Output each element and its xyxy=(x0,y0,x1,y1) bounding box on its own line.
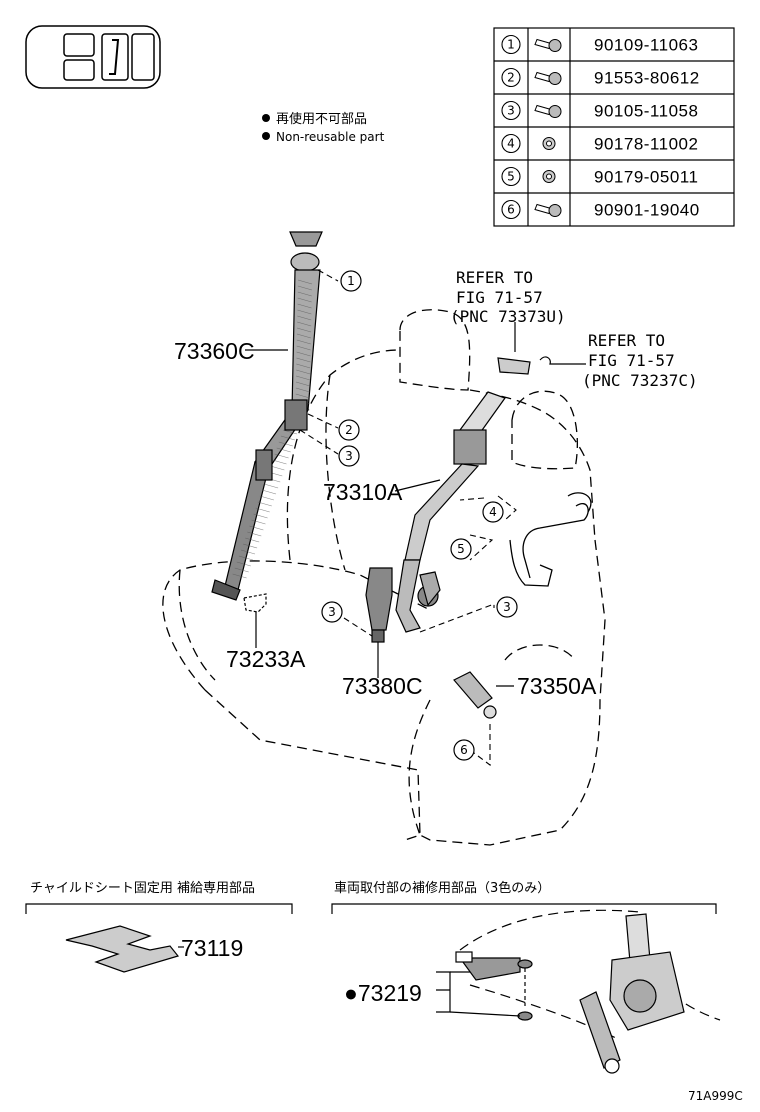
marker-5-circle xyxy=(450,538,472,560)
refer-1-line3: (PNC 73373U) xyxy=(450,307,566,326)
seat-outline xyxy=(162,309,606,846)
ref-circle xyxy=(501,34,521,55)
section-right: 車両取付部の補修用部品（3色のみ） ●73219 xyxy=(331,880,721,1074)
table-row: 4 90178-11002 xyxy=(501,133,698,154)
marker-6-label: 6 xyxy=(460,743,468,757)
nut-icon xyxy=(542,170,556,183)
table-row: 5 90179-05011 xyxy=(501,166,698,187)
table-row: 2 91553-80612 xyxy=(501,67,700,88)
ref-number: 3 xyxy=(507,104,515,118)
refer-2-line3: (PNC 73237C) xyxy=(582,371,698,390)
nut-icon xyxy=(542,137,556,150)
buckle-73380c xyxy=(365,567,393,643)
ref-circle xyxy=(501,67,521,88)
marker-circles xyxy=(321,270,518,761)
marker-4-circle xyxy=(482,501,504,523)
center-belt-73310a xyxy=(395,357,531,633)
marker-3c-label: 3 xyxy=(503,600,511,614)
table-row: 6 90901-19040 xyxy=(501,199,700,220)
table-row: 1 90109-11063 xyxy=(501,34,698,55)
marker-5-label: 5 xyxy=(457,542,465,556)
section-left-title: チャイルドシート固定用 補給専用部品 xyxy=(30,881,255,896)
callout-73119: 73119 xyxy=(181,935,243,961)
bolt-icon xyxy=(534,203,562,217)
anchor-plate-73119 xyxy=(65,925,180,973)
ref-circle xyxy=(501,100,521,121)
clip-icon xyxy=(539,356,560,365)
outer-belt-73360c xyxy=(211,231,323,601)
marker-1-label: 1 xyxy=(347,274,355,288)
refer-2-line1: REFER TO xyxy=(588,331,665,350)
refer-note-2: REFER TO FIG 71-57 (PNC 73237C) xyxy=(582,331,698,390)
marker-3-circle xyxy=(338,445,360,467)
parts-table-rows: 1 90109-11063 2 91553-80612 3 90105-11058 4 901… xyxy=(501,34,700,220)
parts-table xyxy=(493,27,735,227)
part-number: 91553-80612 xyxy=(594,69,700,88)
marker-3b-label: 3 xyxy=(328,605,336,619)
part-number: 90109-11063 xyxy=(594,36,698,55)
bolt-icon xyxy=(534,38,562,52)
dashed-leaders xyxy=(299,269,517,767)
callout-73380c: 73380C xyxy=(342,673,423,699)
ref-circle xyxy=(501,133,521,154)
section-right-title: 車両取付部の補修用部品（3色のみ） xyxy=(334,880,550,896)
bolt-icon xyxy=(534,104,562,118)
refer-1-line2: FIG 71-57 xyxy=(456,288,543,307)
ref-circle xyxy=(501,166,521,187)
marker-2-label: 2 xyxy=(345,423,353,437)
ref-number: 2 xyxy=(507,71,515,85)
marker-labels: 1 2 3 4 5 3 3 6 xyxy=(328,274,511,757)
marker-1-circle xyxy=(340,270,362,292)
bolt-icon xyxy=(534,71,562,85)
callout-73360c: 73360C xyxy=(174,338,255,364)
ref-number: 6 xyxy=(507,203,515,217)
legend-bullet-icon xyxy=(262,132,270,140)
callout-73219: ●73219 xyxy=(344,980,422,1006)
buckle-73350a xyxy=(453,671,497,719)
seat-frame-bar xyxy=(509,492,592,587)
marker-3c-circle xyxy=(496,596,518,618)
part-number: 90178-11002 xyxy=(594,135,698,154)
refer-1-line1: REFER TO xyxy=(456,268,533,287)
leader-lines xyxy=(178,322,586,948)
legend-jp: 再使用不可部品 xyxy=(276,111,367,127)
legend: 再使用不可部品 Non-reusable part xyxy=(262,111,385,144)
part-number: 90105-11058 xyxy=(594,102,698,121)
ref-number: 4 xyxy=(507,137,515,151)
section-left: チャイルドシート固定用 補給専用部品 73119 xyxy=(25,881,293,973)
seat-position-icon xyxy=(25,25,161,89)
marker-3b-circle xyxy=(321,601,343,623)
refer-2-line2: FIG 71-57 xyxy=(588,351,675,370)
ref-number: 1 xyxy=(507,38,515,52)
part-number: 90179-05011 xyxy=(594,168,698,187)
marker-3-label: 3 xyxy=(345,449,353,463)
legend-en: Non-reusable part xyxy=(276,130,385,144)
marker-4-label: 4 xyxy=(489,505,497,519)
callout-73310a: 73310A xyxy=(323,479,403,505)
legend-bullet-icon xyxy=(262,114,270,122)
bolt-icon xyxy=(517,959,533,1021)
marker-2-circle xyxy=(338,419,360,441)
marker-6-circle xyxy=(453,739,475,761)
callout-73233a: 73233A xyxy=(226,646,306,672)
bezel-73233a xyxy=(243,593,267,613)
ref-number: 5 xyxy=(507,170,515,184)
table-row: 3 90105-11058 xyxy=(501,100,698,121)
callout-73350a: 73350A xyxy=(517,673,597,699)
part-number: 90901-19040 xyxy=(594,201,700,220)
figure-code: 71A999C xyxy=(688,1089,743,1103)
ref-circle xyxy=(501,199,521,220)
refer-note-1: REFER TO FIG 71-57 (PNC 73373U) xyxy=(450,268,566,326)
